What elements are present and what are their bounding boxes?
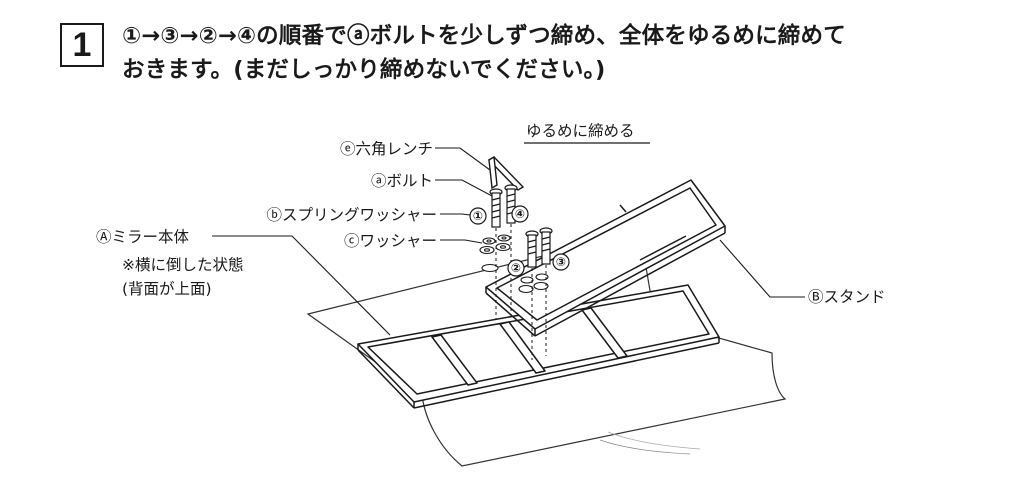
label-washer: ⓒワッシャー bbox=[344, 232, 437, 250]
instruction-line-1: ①→③→②→④の順番でⓐボルトを少しずつ締め、全体をゆるめに締めて bbox=[122, 23, 846, 49]
order-mark-1: ① bbox=[473, 209, 483, 223]
alignment-dashes bbox=[495, 224, 547, 360]
label-mirror-note-1: ※横に倒した状態 bbox=[122, 256, 244, 274]
label-mirror-note-2: (背面が上面) bbox=[122, 280, 212, 298]
step-number-box: 1 bbox=[60, 23, 104, 67]
bolt-icon bbox=[525, 227, 553, 268]
order-mark-3: ③ bbox=[556, 255, 566, 269]
leader-lines bbox=[212, 147, 805, 336]
label-spring-washer: ⓑスプリングワッシャー bbox=[266, 206, 437, 224]
label-hex-wrench: ⓔ六角レンチ bbox=[340, 140, 433, 158]
label-bolt: ⓐボルト bbox=[371, 172, 433, 190]
order-mark-4: ④ bbox=[515, 207, 525, 221]
label-stand: Ⓑスタンド bbox=[808, 288, 886, 306]
instruction-line-2: おきます。(まだしっかり締めないでください。) bbox=[122, 57, 606, 83]
bolt-icon bbox=[489, 184, 518, 228]
diagram-heading: ゆるめに締める bbox=[526, 122, 635, 140]
order-marks: ① ④ ② ③ bbox=[469, 205, 570, 277]
label-mirror-body: Ⓐミラー本体 bbox=[96, 228, 190, 246]
step-number: 1 bbox=[72, 25, 92, 64]
order-mark-2: ② bbox=[511, 261, 521, 275]
hex-wrench-icon bbox=[487, 155, 525, 191]
washer-icon bbox=[479, 234, 549, 294]
